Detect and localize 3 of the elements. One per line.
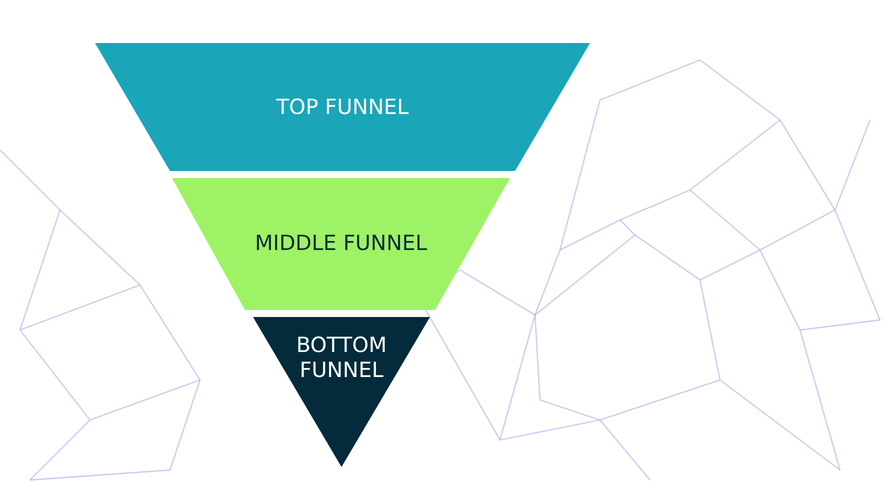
segment-label: TOP FUNNEL [275,95,410,120]
segment-label: MIDDLE FUNNEL [254,231,428,256]
segment-label: BOTTOM FUNNEL [295,333,388,383]
